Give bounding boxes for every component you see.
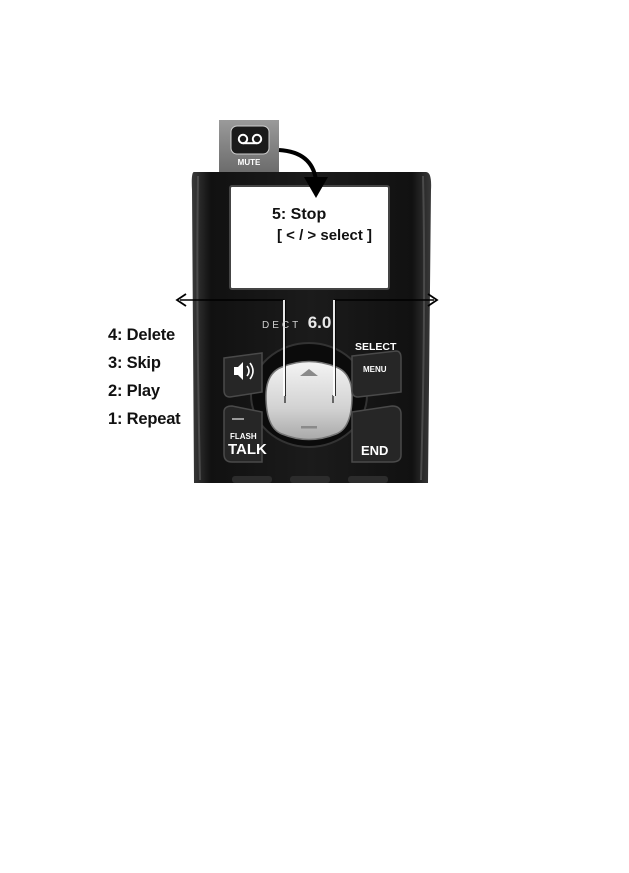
screen-line-1: 5: Stop	[272, 206, 326, 224]
option-delete: 4: Delete	[108, 326, 175, 345]
option-skip: 3: Skip	[108, 354, 161, 373]
dect-version: 6.0	[308, 313, 332, 332]
select-menu-key[interactable]	[352, 351, 401, 397]
menu-label: MENU	[363, 365, 387, 374]
dect-text: DECT	[262, 320, 301, 331]
option-repeat: 1: Repeat	[108, 410, 180, 429]
end-label: END	[361, 443, 388, 458]
screen-line-2: [ < / > select ]	[277, 227, 372, 244]
talk-label: TALK	[228, 441, 267, 458]
option-play: 2: Play	[108, 382, 160, 401]
nav-down-icon[interactable]	[301, 426, 317, 429]
flash-label: FLASH	[230, 432, 257, 441]
mute-label: MUTE	[219, 158, 279, 167]
dect-logo: DECT 6.0	[262, 313, 331, 333]
select-label: SELECT	[355, 341, 393, 353]
